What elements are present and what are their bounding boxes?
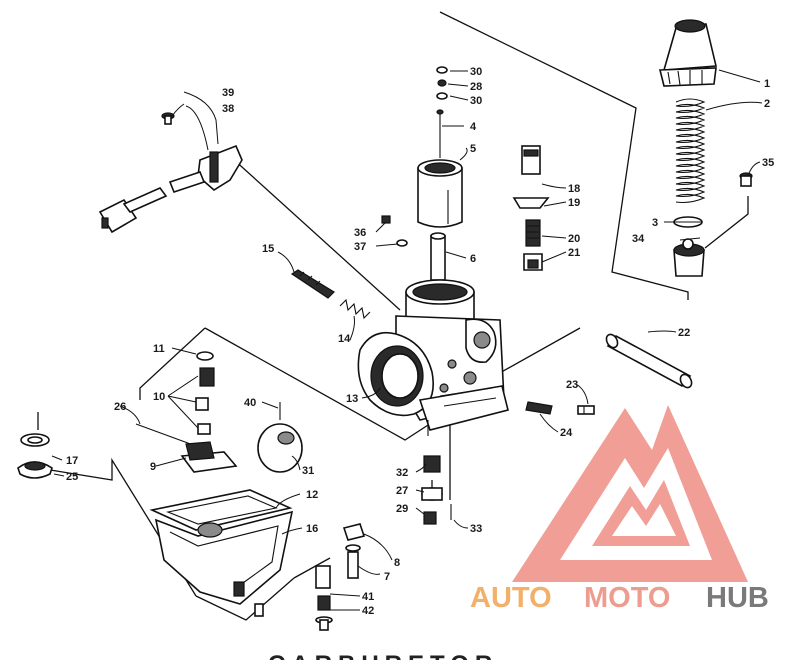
part-31-float [257, 423, 303, 473]
callout-12: 12 [306, 489, 318, 501]
callout-34: 34 [632, 233, 645, 245]
callout-7: 7 [384, 571, 390, 583]
leader-lines [51, 69, 763, 611]
callout-29: 29 [396, 503, 408, 515]
callout-11: 11 [153, 343, 165, 355]
callout-33: 33 [470, 523, 482, 535]
callout-17: 17 [66, 455, 78, 467]
part-10-jets [195, 367, 215, 435]
callout-41: 41 [362, 591, 374, 603]
callout-36: 36 [354, 227, 366, 239]
part-25-cap [17, 461, 53, 479]
callout-9: 9 [150, 461, 156, 473]
parts-36-37-small [381, 215, 408, 247]
part-8-bracket [342, 523, 366, 541]
part-20-spring [525, 219, 541, 247]
part-11-washer [196, 351, 214, 361]
part-14-spring [339, 298, 371, 320]
callout-30-top: 30 [470, 66, 482, 78]
part-6-needle-jet [430, 232, 446, 281]
part-21-valve [523, 253, 543, 271]
callout-31: 31 [302, 465, 314, 477]
callout-25: 25 [66, 471, 78, 483]
callout-27: 27 [396, 485, 408, 497]
callout-39: 39 [222, 87, 234, 99]
diagram-caption: CARBURETOR [268, 651, 498, 660]
callout-1: 1 [764, 78, 770, 90]
callout-10: 10 [153, 391, 165, 403]
callout-3: 3 [652, 217, 658, 229]
part-42-screw [315, 616, 333, 631]
part-17-gasket [20, 433, 50, 447]
callout-19: 19 [568, 197, 580, 209]
part-4-jet-needle [436, 109, 444, 158]
callout-37: 37 [354, 241, 366, 253]
parts-27-29-32-33 [421, 455, 452, 525]
callout-6: 6 [470, 253, 476, 265]
callout-26: 26 [114, 401, 126, 413]
part-41-drain-plug [315, 565, 331, 611]
callout-numbers: 1 2 3 4 5 6 7 8 9 10 11 12 13 14 15 16 1… [66, 66, 774, 617]
watermark-moto: MOTO [584, 582, 670, 614]
callout-8: 8 [394, 557, 400, 569]
callout-13: 13 [346, 393, 358, 405]
part-38-bracket [98, 144, 243, 234]
callout-18: 18 [568, 183, 580, 195]
callout-42: 42 [362, 605, 374, 617]
callout-20: 20 [568, 233, 580, 245]
callout-14: 14 [338, 333, 351, 345]
watermark-hub: HUB [706, 582, 769, 614]
callout-30-bottom: 30 [470, 95, 482, 107]
part-9-float-arm [180, 441, 238, 473]
callout-5: 5 [470, 143, 476, 155]
part-26-pin [135, 423, 197, 447]
parts-28-30-washers [436, 66, 448, 100]
callout-23: 23 [566, 379, 578, 391]
part-39-screw [161, 112, 175, 125]
assembly-frame-lines [37, 11, 749, 621]
part-34-retainer [673, 238, 705, 277]
part-1-top-cap [658, 19, 717, 87]
callout-15: 15 [262, 243, 274, 255]
part-2-spring [675, 98, 706, 204]
callout-16: 16 [306, 523, 318, 535]
callout-28: 28 [470, 81, 482, 93]
part-19-gasket [512, 197, 550, 209]
part-22-hose [605, 333, 693, 389]
callout-35: 35 [762, 157, 774, 169]
callout-32: 32 [396, 467, 408, 479]
part-24-spring [525, 401, 553, 415]
callout-40: 40 [244, 397, 256, 409]
callout-2: 2 [764, 98, 770, 110]
part-18-fitting [521, 145, 541, 175]
part-23-screw [577, 405, 595, 415]
carburetor-body [357, 279, 509, 436]
callout-24: 24 [560, 427, 573, 439]
part-7-screw [345, 544, 361, 579]
callout-21: 21 [568, 247, 580, 259]
callout-22: 22 [678, 327, 690, 339]
watermark-text: AUTO MOTO HUB [470, 582, 769, 614]
part-15-air-screw [290, 269, 335, 299]
part-5-throttle-slide [417, 159, 463, 228]
callout-38: 38 [222, 103, 234, 115]
part-16-float-bowl [154, 510, 294, 617]
automotohub-logo-icon [512, 405, 748, 582]
callout-4: 4 [470, 121, 477, 133]
part-35-screw [739, 172, 753, 187]
watermark-auto: AUTO [470, 582, 552, 614]
